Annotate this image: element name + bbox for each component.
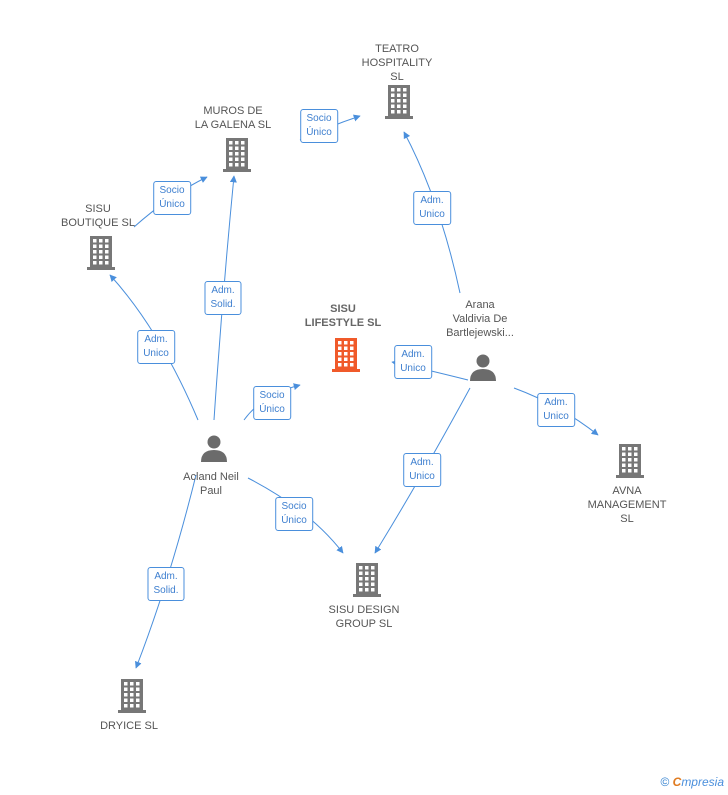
person-icon-arana[interactable] <box>470 354 496 382</box>
node-label-dryice[interactable]: DRYICE SL <box>100 720 158 732</box>
node-label-muros[interactable]: MUROS DE LA GALENA SL <box>194 105 272 131</box>
building-icon-teatro[interactable] <box>385 85 413 119</box>
brand-footer[interactable]: © Cmpresia <box>660 775 724 789</box>
edge-label-acland-to-dryice[interactable]: Adm. Solid. <box>147 567 185 601</box>
edge-label-arana-to-teatro[interactable]: Adm. Unico <box>413 191 451 225</box>
person-icon-acland[interactable] <box>201 435 227 463</box>
brand-name: mpresia <box>681 775 724 789</box>
edge-label-arana-to-avna[interactable]: Adm. Unico <box>537 393 575 427</box>
edge-label-muros-to-teatro[interactable]: Socio Único <box>300 109 338 143</box>
building-icon-sisu-design[interactable] <box>353 563 381 597</box>
edge-label-acland-to-muros[interactable]: Adm. Solid. <box>204 281 242 315</box>
brand-initial: C <box>672 775 682 789</box>
node-label-sisu-boutique[interactable]: SISU BOUTIQUE SL <box>61 203 135 229</box>
edge-label-acland-to-sisu_lifestyle[interactable]: Socio Único <box>253 386 291 420</box>
copyright-symbol: © <box>660 775 670 789</box>
node-label-arana[interactable]: Arana Valdivia De Bartlejewski... <box>446 299 514 339</box>
building-icon-sisu-boutique[interactable] <box>87 236 115 270</box>
edge-label-acland-to-sisu_design[interactable]: Socio Único <box>275 497 313 531</box>
building-icon-avna[interactable] <box>616 444 644 478</box>
node-label-sisu-lifestyle[interactable]: SISU LIFESTYLE SL <box>304 303 382 329</box>
building-icon-sisu-lifestyle[interactable] <box>332 338 360 372</box>
building-icon-muros[interactable] <box>223 138 251 172</box>
node-label-teatro[interactable]: TEATRO HOSPITALITY SL <box>361 43 433 83</box>
building-icon-dryice[interactable] <box>118 679 146 713</box>
node-label-sisu-design[interactable]: SISU DESIGN GROUP SL <box>328 604 400 630</box>
node-label-avna[interactable]: AVNA MANAGEMENT SL <box>587 485 667 525</box>
edge-label-arana-to-sisu_design[interactable]: Adm. Unico <box>403 453 441 487</box>
edge-label-sisu_boutique-to-muros[interactable]: Socio Único <box>153 181 191 215</box>
edge-label-acland-to-sisu_boutique[interactable]: Adm. Unico <box>137 330 175 364</box>
edge-label-arana-to-sisu_lifestyle[interactable]: Adm. Unico <box>394 345 432 379</box>
node-label-acland[interactable]: Acland Neil Paul <box>183 471 239 497</box>
